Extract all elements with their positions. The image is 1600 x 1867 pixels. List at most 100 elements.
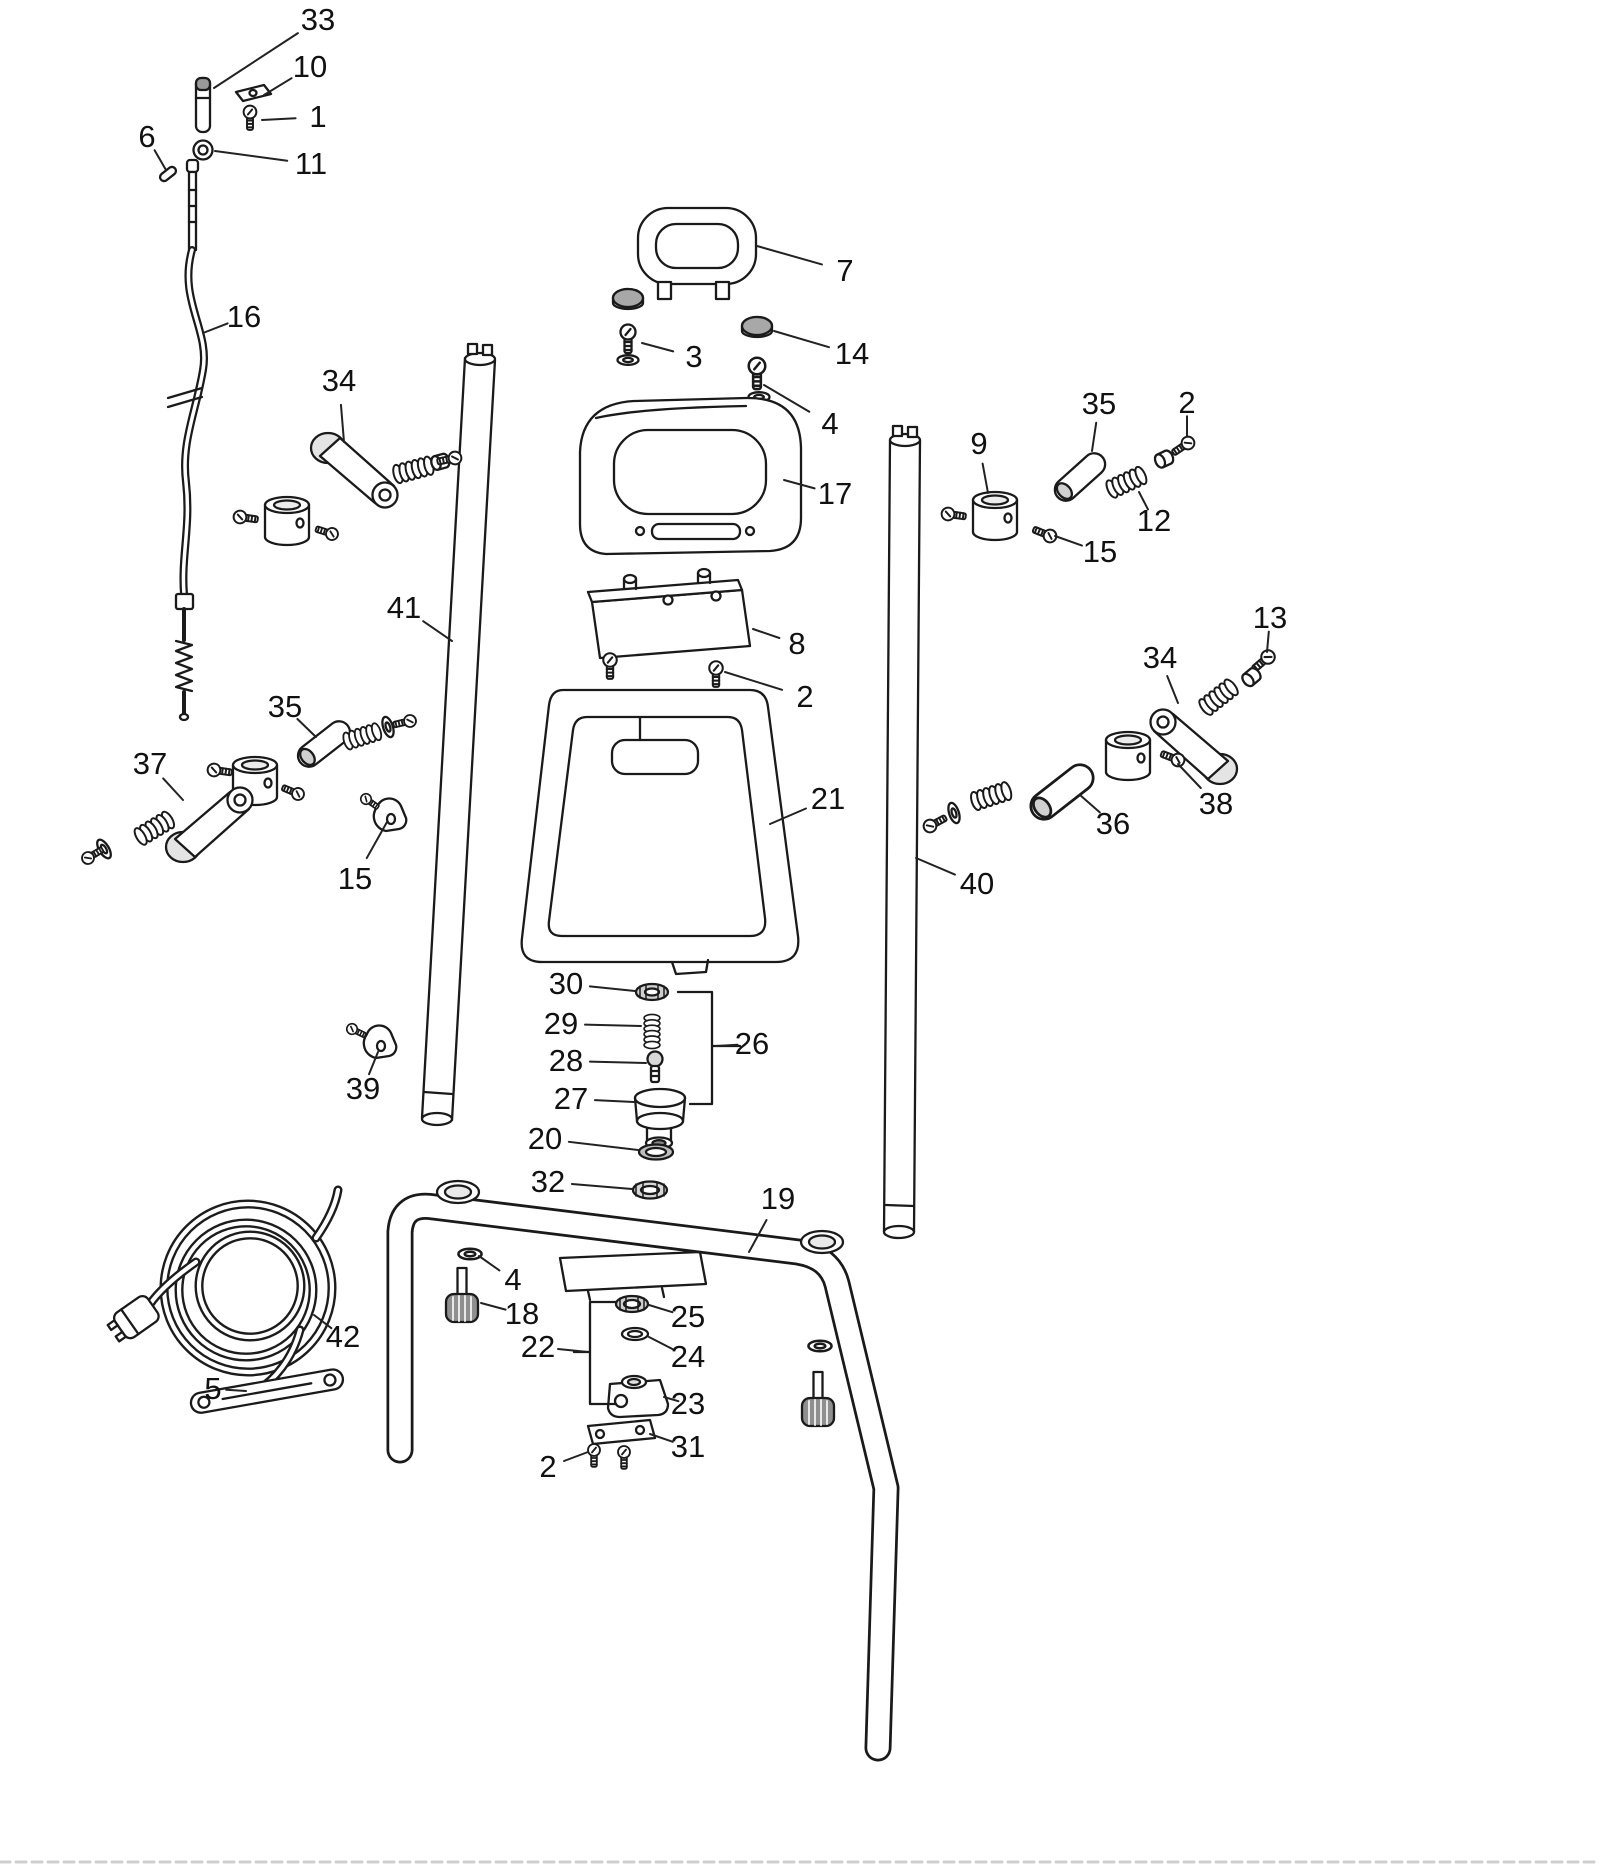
- leader-line-21: [769, 807, 807, 825]
- leader-line-8: [752, 628, 781, 639]
- leader-line-40: [915, 857, 956, 876]
- part-1-screw: [242, 104, 258, 131]
- part-21-frame-panel: [520, 688, 800, 976]
- part-41-left-tube: [420, 342, 497, 1127]
- group-bracket-26: [676, 990, 742, 1106]
- part-40-right-tube: [882, 424, 922, 1240]
- part-18-foot-knob: [444, 1266, 480, 1324]
- part-39-clip: [344, 1021, 398, 1060]
- leader-line-2: [724, 671, 784, 691]
- part-19-lower-frame: [386, 1179, 900, 1762]
- part-11-nut: [192, 139, 214, 161]
- screw: [205, 761, 234, 780]
- washer: [945, 800, 963, 826]
- leader-line-22: [557, 1348, 589, 1353]
- leader-line-35: [296, 718, 317, 738]
- screw: [231, 508, 260, 527]
- collar: [263, 495, 311, 547]
- part-34-lever: [1149, 708, 1239, 786]
- assembly-left-lower-clamp: [78, 712, 419, 868]
- leader-line-34: [1166, 675, 1179, 704]
- part-8-panel: [586, 567, 752, 660]
- leader-line-33: [213, 32, 299, 89]
- leader-line-15: [365, 821, 388, 860]
- part-2-screw: [1168, 433, 1198, 460]
- leader-line-6: [153, 149, 167, 171]
- leader-line-35: [1091, 421, 1098, 452]
- screw: [939, 505, 968, 524]
- part-35-sleeve: [1049, 447, 1111, 507]
- part-31-plate: [586, 1418, 657, 1446]
- leader-line-12: [1138, 491, 1149, 511]
- leader-line-2: [563, 1451, 589, 1462]
- part-3-cap-screw-washer: [611, 287, 645, 366]
- leader-line-14: [773, 330, 830, 349]
- part-7-top-handle: [636, 206, 758, 301]
- part-10-bracket: [234, 83, 273, 103]
- part-6-pin: [158, 165, 178, 183]
- leader-line-27: [593, 1099, 635, 1103]
- screw: [391, 712, 419, 732]
- part-29-spring: [643, 1013, 661, 1050]
- spring: [968, 779, 1015, 813]
- leader-line-34: [339, 403, 345, 443]
- leader-line-17: [783, 479, 816, 490]
- leader-line-10: [263, 77, 293, 96]
- part-25-nut: [614, 1294, 650, 1314]
- leader-line-1: [261, 117, 297, 121]
- screw: [920, 811, 950, 836]
- leader-line-36: [1079, 794, 1101, 814]
- part-42-power-cord: [106, 1185, 343, 1395]
- part-28-valve: [646, 1050, 664, 1084]
- leader-line-31: [649, 1433, 674, 1443]
- leader-line-28: [588, 1060, 647, 1064]
- part-16-cable: [166, 158, 208, 722]
- part-5-strap: [189, 1368, 345, 1414]
- leader-line-16: [202, 322, 229, 334]
- assembly-right-upper-clamp: [939, 433, 1198, 546]
- part-12-spring: [1103, 464, 1150, 501]
- leader-line-20: [567, 1140, 639, 1151]
- part-4-screw-washer: [747, 356, 771, 403]
- collar: [1104, 730, 1152, 782]
- part-37-lever: [164, 786, 254, 864]
- part-27-fitting: [633, 1087, 687, 1150]
- leader-line-9: [981, 462, 989, 494]
- leader-line-25: [648, 1304, 674, 1314]
- leader-line-18: [480, 1302, 507, 1311]
- leader-line-5: [225, 1388, 247, 1392]
- leader-line-15: [1054, 535, 1083, 547]
- leader-line-41: [422, 620, 453, 642]
- part-15-clip: [357, 790, 408, 833]
- leader-line-26: [715, 1043, 739, 1047]
- leader-line-13: [1266, 630, 1270, 653]
- leader-line-7: [756, 245, 823, 266]
- leader-line-39: [368, 1051, 379, 1076]
- leader-line-24: [648, 1336, 674, 1350]
- part-9-collar: [971, 490, 1019, 542]
- leader-line-4: [763, 384, 811, 413]
- part-2-screws-bottom: [587, 1443, 631, 1470]
- assembly-right-lower-clamp: [920, 646, 1279, 836]
- screw: [313, 522, 341, 543]
- part-24-washer: [620, 1326, 650, 1342]
- part-15-screw: [1030, 522, 1060, 546]
- part-34-lever: [309, 431, 399, 509]
- leader-lines-layer: [153, 32, 1270, 1462]
- leader-line-3: [641, 342, 675, 353]
- leader-line-4: [478, 1255, 501, 1272]
- spring: [390, 454, 437, 486]
- leader-line-19: [748, 1219, 768, 1253]
- leader-line-29: [583, 1023, 642, 1027]
- part-4-washer-left: [457, 1247, 483, 1261]
- leader-line-23: [663, 1396, 680, 1403]
- leader-line-32: [570, 1182, 633, 1190]
- part-17-handle: [578, 396, 803, 556]
- leader-line-38: [1177, 763, 1202, 789]
- part-32-ring-nut: [631, 1180, 669, 1200]
- leader-line-42: [313, 1314, 333, 1330]
- leader-line-30: [588, 985, 636, 992]
- screw: [279, 780, 307, 803]
